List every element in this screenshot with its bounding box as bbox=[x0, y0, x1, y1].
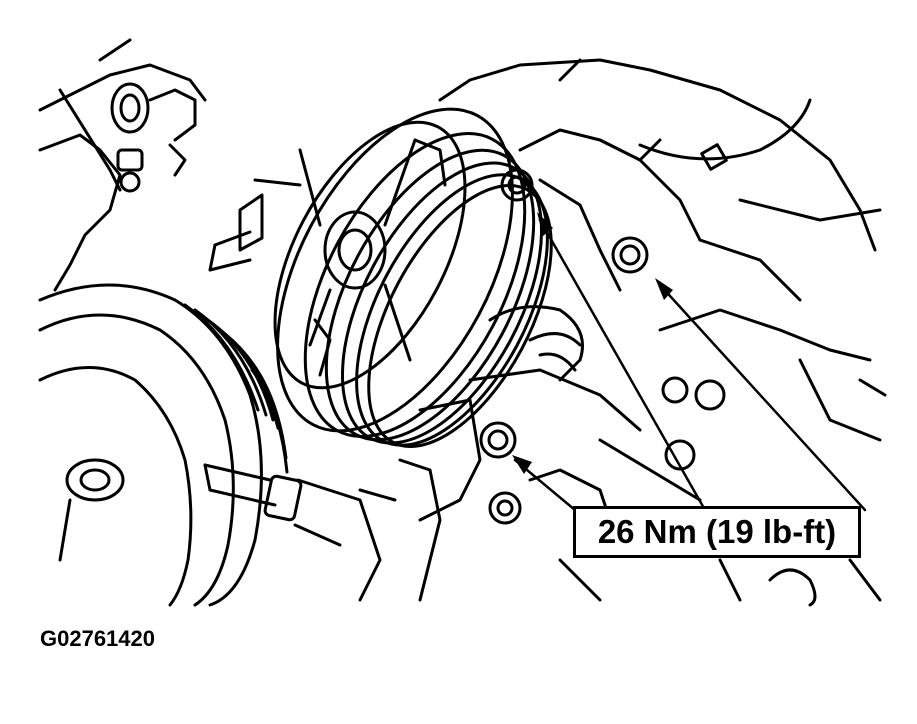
arrowhead-right-bolt bbox=[655, 278, 673, 300]
arrowhead-lower-bolt bbox=[512, 455, 532, 474]
arrowhead-upper-bolt bbox=[537, 212, 553, 236]
pump-body-upper-right bbox=[438, 58, 882, 302]
pump-shaft-housing bbox=[208, 178, 302, 272]
upper-left-bracket bbox=[38, 38, 207, 292]
torque-callout-label: 26 Nm (19 lb-ft) bbox=[573, 506, 861, 558]
mounting-bolts bbox=[479, 168, 726, 525]
figure-code-label: G02761420 bbox=[40, 626, 155, 651]
engine-block-details bbox=[398, 305, 887, 607]
callout-arrowheads bbox=[512, 212, 673, 474]
pump-pulley bbox=[273, 107, 553, 448]
tensioner-shaft bbox=[203, 463, 397, 602]
crank-pulley-lower-left bbox=[38, 283, 289, 607]
